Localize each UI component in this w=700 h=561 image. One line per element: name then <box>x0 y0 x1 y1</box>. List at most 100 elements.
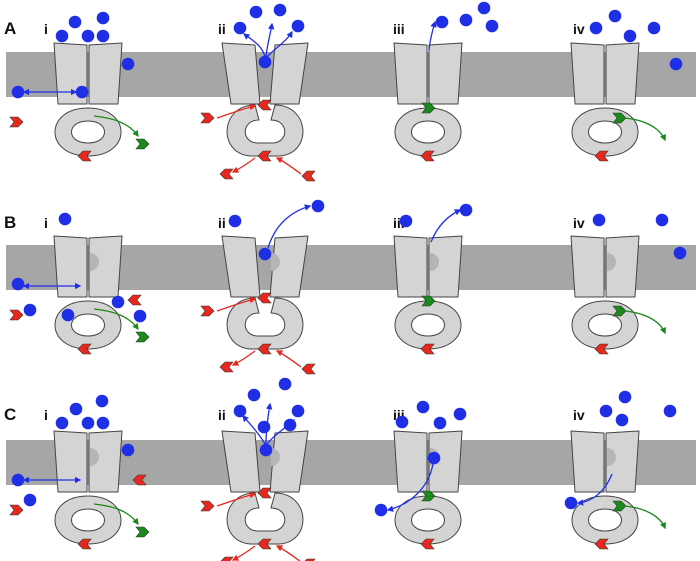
channel-subunit-left <box>570 430 605 493</box>
channel-subunit-right <box>428 235 463 298</box>
ligand-green-icon <box>421 490 436 502</box>
ligand-release-arrow <box>231 157 256 173</box>
channel-subunit-left <box>393 42 428 105</box>
channel-subunit-left <box>53 430 88 493</box>
ion-flux-arrow <box>386 463 434 512</box>
ion-dot-icon <box>618 390 632 404</box>
channel-subunit-right <box>605 235 640 298</box>
ion-dot-icon <box>459 203 473 217</box>
ion-flux-arrow <box>265 402 273 445</box>
ion-dot-icon <box>433 416 447 430</box>
panel-label: ii <box>218 407 226 423</box>
row-label: C <box>4 405 16 424</box>
ligand-exchange-arrow <box>624 505 666 530</box>
panel-label: i <box>44 215 48 231</box>
ligand-red-icon <box>257 99 272 111</box>
ion-channel <box>393 430 463 545</box>
ion-flux-arrow <box>266 30 293 58</box>
panel-label: iii <box>393 407 405 423</box>
cytoplasmic-domain <box>394 107 462 157</box>
ion-dot-icon <box>96 11 110 25</box>
ion-dot-icon <box>673 246 687 260</box>
ion-dot-icon <box>58 212 72 226</box>
binding-site-icon <box>430 253 439 271</box>
cytoplasmic-domain <box>54 107 122 157</box>
panel-label: ii <box>218 215 226 231</box>
cytoplasmic-domain <box>54 495 122 545</box>
ion-dot-icon <box>23 303 37 317</box>
cytoplasmic-domain <box>571 107 639 157</box>
ligand-red-icon <box>301 170 316 182</box>
ion-flux-arrow <box>266 419 295 445</box>
ligand-binding-arrow <box>275 350 302 368</box>
ligand-red-icon <box>9 504 24 516</box>
ligand-release-arrow <box>231 545 256 561</box>
cytoplasmic-domain <box>394 300 462 350</box>
ion-dot-icon <box>11 277 25 291</box>
ion-dot-icon <box>435 15 449 29</box>
cytoplasmic-domain <box>226 492 304 545</box>
ligand-red-icon <box>219 168 234 180</box>
panel-label: ii <box>218 21 226 37</box>
ligand-red-icon <box>9 116 24 128</box>
ion-dot-icon <box>291 19 305 33</box>
ion-dot-icon <box>564 496 578 510</box>
binding-site-icon <box>271 253 280 271</box>
ion-dot-icon <box>233 21 247 35</box>
ion-dot-icon <box>477 1 491 15</box>
ion-dot-icon <box>81 416 95 430</box>
ligand-red-icon <box>77 343 92 355</box>
ion-dot-icon <box>96 416 110 430</box>
ligand-exchange-arrow <box>93 503 139 526</box>
channel-subunit-left <box>570 42 605 105</box>
panel-label: iv <box>573 21 585 37</box>
ion-dot-icon <box>615 413 629 427</box>
ligand-red-icon <box>257 292 272 304</box>
channel-subunit-right <box>428 42 463 105</box>
ligand-red-icon <box>594 150 609 162</box>
ligand-exchange-arrow <box>93 308 139 331</box>
ion-dot-icon <box>416 400 430 414</box>
ion-dot-icon <box>133 309 147 323</box>
ligand-red-icon <box>420 343 435 355</box>
ion-dot-icon <box>655 213 669 227</box>
ion-dot-icon <box>608 9 622 23</box>
ion-dot-icon <box>11 85 25 99</box>
ligand-red-icon <box>594 343 609 355</box>
ligand-red-icon <box>257 487 272 499</box>
ion-flux-arrow <box>267 204 312 249</box>
ion-dot-icon <box>258 247 272 261</box>
ion-dot-icon <box>485 19 499 33</box>
ligand-red-icon <box>420 150 435 162</box>
binding-site-icon <box>607 448 616 466</box>
ligand-red-icon <box>257 343 272 355</box>
row-label: A <box>4 19 16 38</box>
channel-subunit-right <box>269 235 309 298</box>
ion-dot-icon <box>121 443 135 457</box>
channel-subunit-left <box>53 235 88 298</box>
ion-dot-icon <box>247 388 261 402</box>
cytoplasmic-domain <box>226 104 304 157</box>
binding-site-icon <box>607 253 616 271</box>
ligand-green-icon <box>612 112 627 124</box>
binding-site-icon <box>271 448 280 466</box>
channel-subunit-left <box>393 430 428 493</box>
ligand-red-icon <box>9 309 24 321</box>
ion-dot-icon <box>111 295 125 309</box>
channel-subunit-right <box>605 430 640 493</box>
ligand-red-icon <box>220 556 234 561</box>
ligand-red-icon <box>301 363 316 375</box>
ion-dot-icon <box>427 451 441 465</box>
ion-dot-icon <box>453 407 467 421</box>
ion-dot-icon <box>81 29 95 43</box>
ion-dot-icon <box>249 5 263 19</box>
panel-label: iv <box>573 407 585 423</box>
ligand-red-icon <box>127 294 142 306</box>
ion-dot-icon <box>273 3 287 17</box>
ion-flux-arrow <box>242 415 266 445</box>
ligand-red-icon <box>200 112 215 124</box>
ligand-red-icon <box>219 361 234 373</box>
ligand-binding-arrow <box>275 157 302 175</box>
channel-subunit-right <box>605 42 640 105</box>
